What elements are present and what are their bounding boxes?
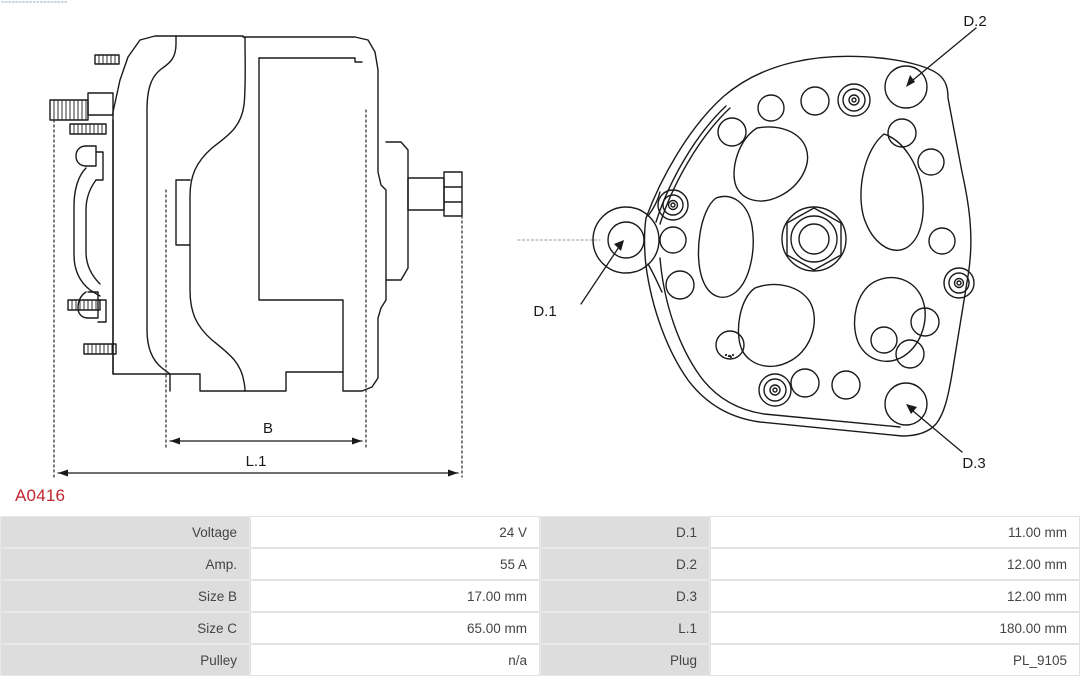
alternator-drawings-svg: B L.1 D.1 D.2 D.3 xyxy=(1,1,987,478)
dimension-label-b: B xyxy=(263,420,273,437)
table-row: Size B 17.00 mm xyxy=(0,580,540,612)
dimension-spec-table: D.1 11.00 mm D.2 12.00 mm D.3 12.00 mm L… xyxy=(540,516,1080,676)
spec-value-amp: 55 A xyxy=(250,548,540,580)
spec-value-d1: 11.00 mm xyxy=(710,516,1080,548)
table-row: Plug PL_9105 xyxy=(540,644,1080,676)
part-number-title: A0416 xyxy=(15,486,66,505)
front-housing-outline xyxy=(643,55,972,437)
drawing-area: B L.1 D.1 D.2 D.3 xyxy=(1,1,987,478)
terminal-stud-main-base xyxy=(87,92,114,116)
front-d1-boss-tangent-bottom xyxy=(647,263,663,293)
spec-label-d1: D.1 xyxy=(540,516,710,548)
dimension-b xyxy=(169,437,363,445)
front-vent-left xyxy=(697,195,754,298)
front-vent-bottom xyxy=(737,283,815,367)
spec-tables-container: Voltage 24 V Amp. 55 A Size B 17.00 mm S… xyxy=(0,516,1080,676)
table-row: D.2 12.00 mm xyxy=(540,548,1080,580)
spec-value-pulley: n/a xyxy=(250,644,540,676)
front-housing-inner-rim xyxy=(659,107,901,428)
front-housing-rim-2 xyxy=(655,105,727,223)
dimension-label-l1: L.1 xyxy=(246,453,267,470)
side-view-de-housing-top xyxy=(258,57,363,63)
side-view-shaft-nut xyxy=(443,171,463,217)
front-d3-hole xyxy=(884,382,928,426)
front-d2-hole xyxy=(884,65,928,109)
spec-value-size-b: 17.00 mm xyxy=(250,580,540,612)
front-vent-top xyxy=(733,126,809,202)
front-view-leaders xyxy=(580,27,977,453)
spec-value-plug: PL_9105 xyxy=(710,644,1080,676)
side-view-shaft xyxy=(407,177,445,211)
spec-value-d2: 12.00 mm xyxy=(710,548,1080,580)
front-hub-outer-circle xyxy=(781,206,847,272)
front-d1-boss-tangent-top xyxy=(647,191,661,217)
front-center-hub xyxy=(781,206,847,272)
front-hub-mid-circle xyxy=(790,215,838,263)
spec-label-d2: D.2 xyxy=(540,548,710,580)
front-hub-hex xyxy=(786,207,842,271)
spec-label-voltage: Voltage xyxy=(0,516,250,548)
front-cooling-holes xyxy=(659,86,956,400)
table-row: D.1 11.00 mm xyxy=(540,516,1080,548)
callout-label-d3: D.3 xyxy=(962,455,985,472)
callout-label-d1: D.1 xyxy=(533,303,556,320)
spec-value-size-c: 65.00 mm xyxy=(250,612,540,644)
spec-label-l1: L.1 xyxy=(540,612,710,644)
dimension-l1 xyxy=(57,469,459,477)
side-view-terminal-studs xyxy=(49,54,120,355)
table-row: Amp. 55 A xyxy=(0,548,540,580)
terminal-stud-mid xyxy=(69,123,107,135)
spec-label-d3: D.3 xyxy=(540,580,710,612)
table-row: Voltage 24 V xyxy=(0,516,540,548)
electrical-spec-table: Voltage 24 V Amp. 55 A Size B 17.00 mm S… xyxy=(0,516,540,676)
table-row: Size C 65.00 mm xyxy=(0,612,540,644)
spec-value-voltage: 24 V xyxy=(250,516,540,548)
side-view-de-housing-inner xyxy=(258,57,344,373)
front-vent-right-lower xyxy=(853,277,926,362)
table-row: D.3 12.00 mm xyxy=(540,580,1080,612)
table-row: Pulley n/a xyxy=(0,644,540,676)
spec-label-size-c: Size C xyxy=(0,612,250,644)
side-view-bracket-tab xyxy=(175,179,191,246)
callout-label-d2: D.2 xyxy=(963,13,986,30)
side-view-stator-contour xyxy=(146,35,177,392)
alternator-front-view xyxy=(517,27,977,453)
front-d1-boss-hole xyxy=(607,221,645,259)
spec-label-amp: Amp. xyxy=(0,548,250,580)
table-row: L.1 180.00 mm xyxy=(540,612,1080,644)
side-view-regulator-detail xyxy=(73,145,107,323)
spec-value-d3: 12.00 mm xyxy=(710,580,1080,612)
spec-value-l1: 180.00 mm xyxy=(710,612,1080,644)
alternator-side-view xyxy=(49,35,463,478)
spec-label-size-b: Size B xyxy=(0,580,250,612)
front-d1-boss-outer xyxy=(592,206,660,274)
spec-label-plug: Plug xyxy=(540,644,710,676)
side-view-body-outline xyxy=(112,35,387,392)
side-view-front-flange xyxy=(385,141,409,281)
side-view-bracket-contour xyxy=(189,36,246,392)
front-screw-bosses xyxy=(657,83,975,407)
front-hub-shaft-hole xyxy=(798,223,830,255)
front-vent-right-upper xyxy=(860,133,924,251)
spec-label-pulley: Pulley xyxy=(0,644,250,676)
